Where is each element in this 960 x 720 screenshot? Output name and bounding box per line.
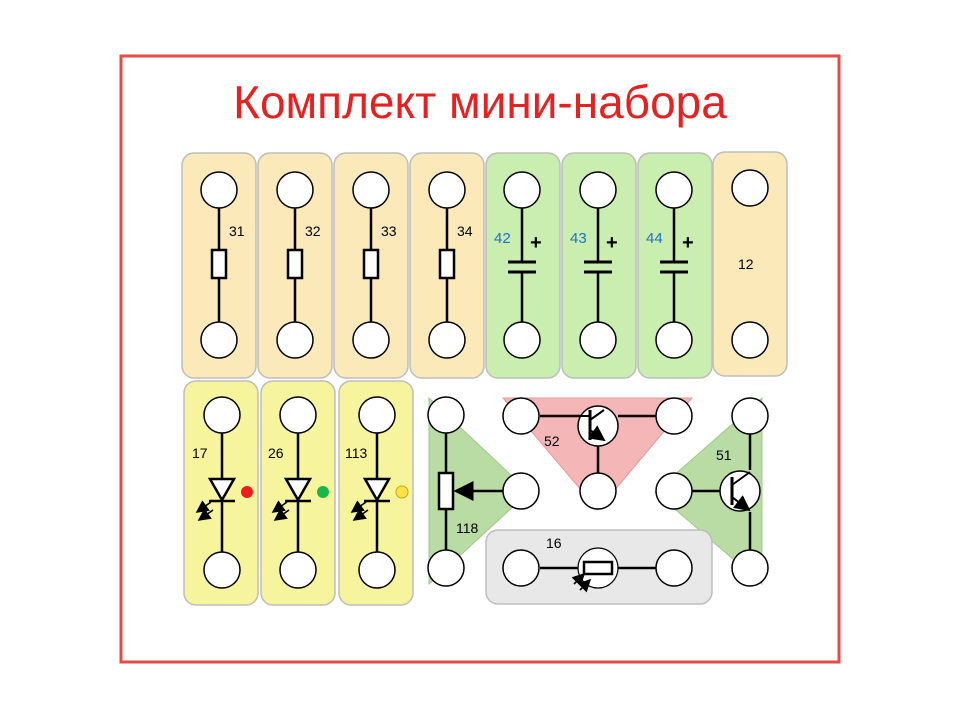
terminal-top bbox=[731, 169, 769, 207]
led-color-indicator-green bbox=[317, 486, 329, 498]
resistor-module-34: 34 bbox=[409, 152, 485, 379]
terminal-top bbox=[358, 396, 396, 434]
terminal-top bbox=[428, 171, 466, 209]
component-label: 31 bbox=[229, 223, 245, 239]
component-label: 43 bbox=[570, 230, 587, 247]
polarity-sign: + bbox=[682, 232, 694, 254]
component-label: 33 bbox=[381, 223, 397, 239]
photoresistor-symbol bbox=[582, 560, 614, 576]
component-label: 17 bbox=[192, 445, 208, 461]
resistor-symbol bbox=[438, 248, 456, 280]
terminal-left bbox=[655, 472, 693, 510]
terminal-right bbox=[655, 397, 693, 435]
terminal-top bbox=[579, 171, 617, 209]
component-label: 44 bbox=[646, 230, 663, 247]
resistor-module-32: 32 bbox=[257, 152, 333, 379]
terminal-bottom bbox=[200, 321, 238, 359]
resistor-module-33: 33 bbox=[333, 152, 409, 379]
terminal-bottom bbox=[427, 549, 465, 587]
terminal-bottom bbox=[655, 321, 693, 359]
led-diode-symbol bbox=[207, 477, 237, 503]
light-arrow bbox=[197, 508, 214, 521]
terminal-top bbox=[203, 396, 241, 434]
terminal-bottom bbox=[579, 321, 617, 359]
potentiometer-module-118: 118 bbox=[427, 396, 540, 587]
terminal-bottom bbox=[731, 549, 769, 587]
terminal-bottom bbox=[428, 321, 466, 359]
terminal-top bbox=[655, 171, 693, 209]
light-arrow bbox=[273, 508, 290, 521]
transistor-symbol bbox=[719, 470, 761, 512]
resistor-symbol bbox=[210, 248, 228, 280]
component-label: 51 bbox=[716, 447, 732, 463]
component-label: 118 bbox=[456, 520, 479, 536]
terminal-left bbox=[502, 397, 540, 435]
photoresistor-module-16: 16 bbox=[485, 529, 713, 605]
led-module-26: 26 bbox=[260, 380, 336, 606]
terminal-bottom bbox=[352, 321, 390, 359]
transistor-symbol bbox=[577, 405, 619, 447]
terminal-bottom bbox=[731, 321, 769, 359]
component-label: 26 bbox=[268, 445, 284, 461]
led-module-113: 113 bbox=[338, 380, 414, 606]
terminal-top bbox=[427, 396, 465, 434]
led-module-17: 17 bbox=[183, 380, 259, 606]
led-diode-symbol bbox=[283, 477, 313, 503]
led-color-indicator-red bbox=[241, 486, 253, 498]
component-label: 113 bbox=[345, 445, 368, 461]
terminal-bottom bbox=[503, 321, 541, 359]
led-color-indicator-yellow bbox=[395, 485, 409, 499]
terminal-top bbox=[731, 397, 769, 435]
component-label: 12 bbox=[738, 256, 754, 272]
terminal-left bbox=[502, 549, 540, 587]
terminal-top bbox=[352, 171, 390, 209]
resistor-symbol bbox=[362, 248, 380, 280]
terminal-top bbox=[503, 171, 541, 209]
terminal-bottom bbox=[203, 551, 241, 589]
component-label: 34 bbox=[457, 223, 473, 239]
polarity-sign: + bbox=[606, 232, 618, 254]
terminal-bottom bbox=[358, 551, 396, 589]
potentiometer-symbol bbox=[437, 471, 455, 511]
component-label: 32 bbox=[305, 223, 321, 239]
led-diode-symbol bbox=[362, 477, 392, 503]
light-arrow bbox=[352, 508, 369, 521]
transistor-module-51: 51 bbox=[654, 396, 769, 587]
polarity-sign: + bbox=[530, 232, 542, 254]
terminal-top bbox=[276, 171, 314, 209]
capacitor-module-42: 42 + bbox=[485, 152, 561, 379]
terminal-bottom bbox=[279, 551, 317, 589]
transistor-module-52: 52 bbox=[501, 397, 694, 511]
component-label: 42 bbox=[494, 230, 511, 247]
terminal-bottom bbox=[579, 472, 617, 510]
component-label: 52 bbox=[544, 433, 560, 449]
terminal-bottom bbox=[276, 321, 314, 359]
resistor-module-31: 31 bbox=[181, 152, 257, 379]
light-arrow bbox=[577, 578, 592, 593]
capacitor-module-44: 44 + bbox=[637, 152, 713, 379]
resistor-symbol bbox=[286, 248, 304, 280]
page-title: Комплект мини-набора bbox=[233, 76, 727, 128]
wire-module-12: 12 bbox=[712, 151, 788, 377]
terminal-right bbox=[655, 549, 693, 587]
terminal-wiper bbox=[502, 472, 540, 510]
component-label: 16 bbox=[546, 535, 562, 551]
capacitor-module-43: 43 + bbox=[561, 152, 637, 379]
terminal-top bbox=[279, 396, 317, 434]
terminal-top bbox=[200, 171, 238, 209]
